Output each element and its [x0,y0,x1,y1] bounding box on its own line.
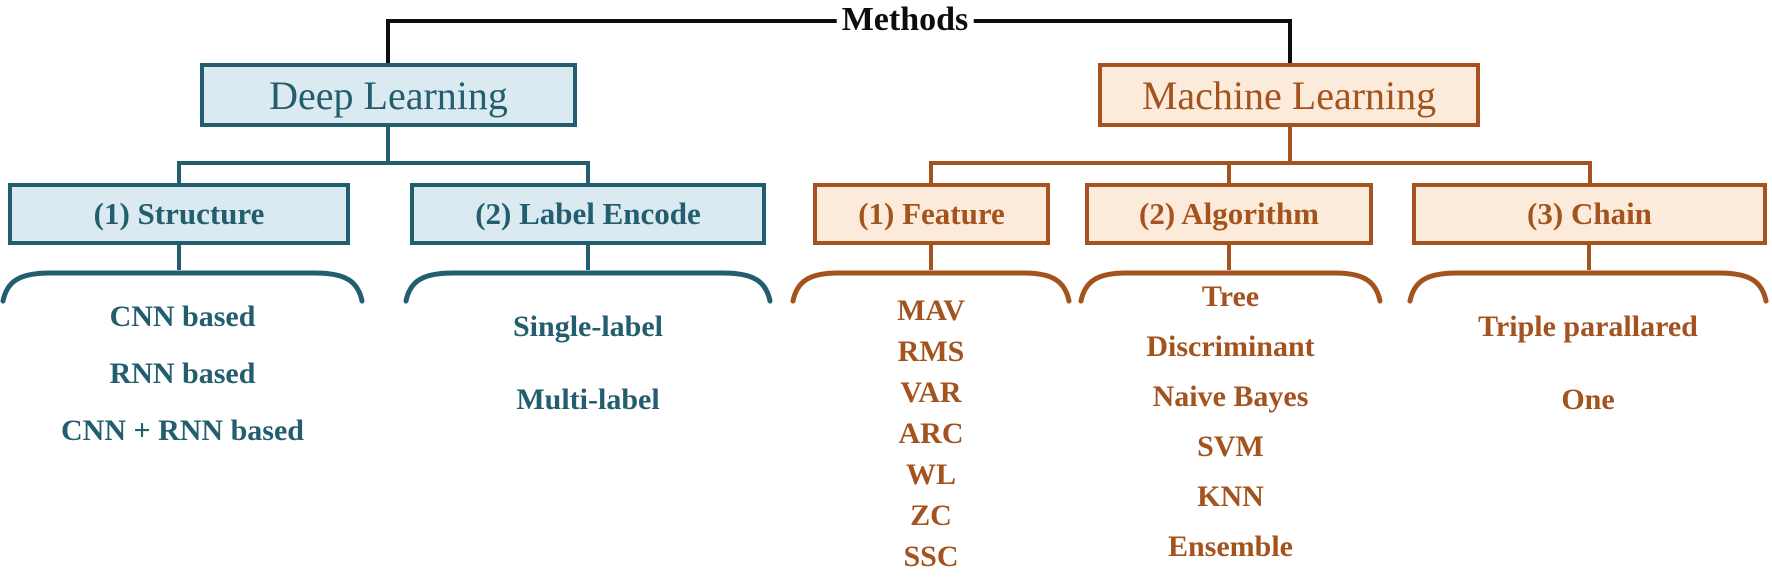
list-item: SSC [903,540,959,573]
node-deep-learning-label: Deep Learning [269,72,508,118]
list-item: RNN based [109,357,256,390]
list-item: CNN + RNN based [61,414,304,447]
deep-learning-children-line [177,161,590,165]
node-structure: (1) Structure [8,183,350,245]
machine-learning-children-line [929,161,1592,165]
node-label-encode: (2) Label Encode [410,183,766,245]
structure-brace-stub-line [177,245,181,270]
node-algorithm-label: (2) Algorithm [1139,196,1319,231]
node-deep-learning: Deep Learning [200,63,577,127]
root-drop-left-line [386,19,390,65]
list-item: Single-label [512,310,663,343]
list-item: CNN based [109,300,256,333]
chain-brace-stub-line [1587,245,1591,270]
list-item: VAR [900,376,962,409]
node-machine-learning: Machine Learning [1098,63,1480,127]
deep-learning-down-line [386,127,390,165]
list-item: One [1561,383,1615,416]
structure-brace [0,268,365,306]
node-feature-label: (1) Feature [858,196,1005,231]
list-item: Naive Bayes [1152,380,1309,413]
algorithm-stub-line [1227,163,1231,185]
list-item: Multi-label [516,383,660,416]
list-item: SVM [1197,430,1264,463]
node-label-encode-label: (2) Label Encode [475,196,701,231]
root-title: Methods [836,1,974,39]
list-item: Triple parallared [1478,310,1698,343]
machine-learning-down-line [1288,127,1292,165]
chain-items: Triple parallared One [1407,290,1769,436]
algorithm-items: Tree Discriminant Naive Bayes SVM KNN En… [1078,272,1383,572]
label-encode-items: Single-label Multi-label [403,290,773,436]
list-item: RMS [897,335,965,368]
feature-brace [790,268,1072,306]
structure-stub-line [177,163,181,185]
list-item: ARC [898,417,964,450]
label-encode-stub-line [586,163,590,185]
node-chain: (3) Chain [1412,183,1767,245]
list-item: Discriminant [1146,330,1315,363]
list-item: KNN [1197,480,1264,513]
label-encode-brace [403,268,773,306]
structure-items: CNN based RNN based CNN + RNN based [0,288,365,459]
feature-stub-line [929,163,933,185]
list-item: ZC [910,499,952,532]
node-machine-learning-label: Machine Learning [1141,72,1437,118]
list-item: MAV [897,294,965,327]
algorithm-brace-stub-line [1227,245,1231,270]
list-item: Tree [1201,280,1260,313]
node-chain-label: (3) Chain [1527,196,1652,231]
list-item: WL [905,458,956,491]
chain-brace [1407,268,1769,306]
chain-stub-line [1588,163,1592,185]
root-drop-right-line [1288,19,1292,65]
node-algorithm: (2) Algorithm [1085,183,1373,245]
list-item: Ensemble [1167,530,1293,563]
feature-items: MAV RMS VAR ARC WL ZC SSC [790,290,1072,577]
algorithm-brace [1078,268,1383,306]
node-structure-label: (1) Structure [93,196,265,231]
node-feature: (1) Feature [813,183,1050,245]
feature-brace-stub-line [929,245,933,270]
label-encode-brace-stub-line [586,245,590,270]
